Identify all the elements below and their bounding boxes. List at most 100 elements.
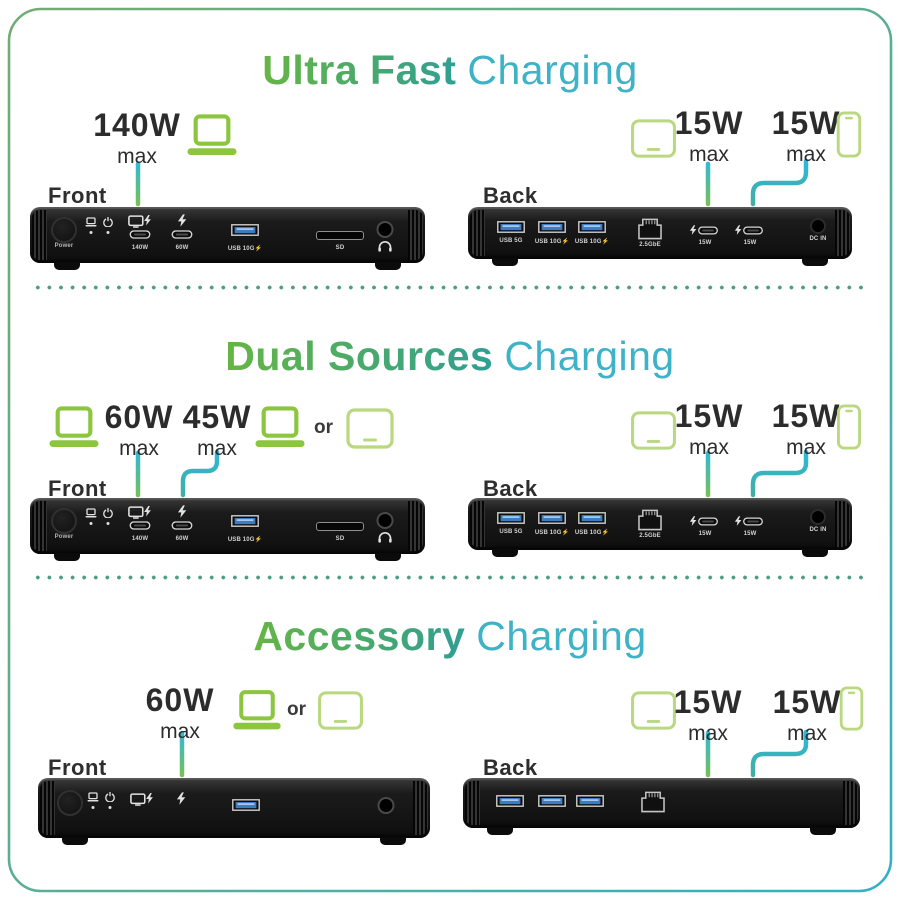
usb-a-port (497, 512, 525, 524)
back-view-label: Back (483, 755, 538, 780)
port-label-ethernet: 2.5GbE (639, 242, 661, 248)
dock-back-view (463, 778, 860, 835)
indicator-power-icon (105, 792, 115, 802)
dock-chassis (30, 207, 425, 263)
power-label: Power (54, 534, 74, 540)
display-bolt-icon (128, 215, 152, 228)
port-label-usb10g: USB 10G⚡ (227, 246, 263, 252)
dock-chassis (30, 498, 425, 554)
wattage-value: 15W (771, 398, 841, 434)
dock-foot (54, 262, 80, 270)
dock-front-view: Power 140W 60W USB 10G⚡ SD (30, 498, 425, 561)
wattage-unit: max (117, 145, 157, 168)
port-label-15w: 15W (743, 531, 757, 537)
headphones-icon (378, 240, 393, 252)
port-label-15w: 15W (698, 240, 712, 246)
indicator-led (89, 231, 93, 234)
usb-a-port (231, 515, 259, 527)
dock-foot (492, 549, 518, 557)
headphone-jack (376, 512, 394, 529)
wattage-annotation: 15W max (762, 686, 852, 744)
dock-foot (62, 837, 88, 845)
title-rest: Charging (504, 333, 675, 379)
wattage-unit: max (119, 437, 159, 460)
display-bolt-icon (128, 506, 152, 519)
wattage-value: 140W (93, 107, 181, 143)
bolt-icon (690, 516, 697, 526)
title-rest: Charging (467, 47, 638, 93)
wattage-value: 60W (104, 399, 174, 435)
dock-foot (380, 837, 406, 845)
dock-chassis (463, 778, 860, 828)
bolt-icon (735, 516, 742, 526)
dock-foot (487, 827, 513, 835)
power-button (51, 508, 77, 534)
dock-back-view: USB 5G USB 10G⚡ USB 10G⚡ 2.5GbE 15W 15W … (468, 207, 852, 266)
usb-a-port (538, 795, 566, 807)
bolt-icon (690, 225, 697, 235)
front-view-label: Front (48, 755, 107, 780)
usb-c-port (130, 230, 151, 239)
port-label-usb10g: USB 10G⚡ (574, 530, 610, 536)
headphones-icon (378, 531, 393, 543)
or-label: or (314, 417, 333, 438)
wattage-annotation: 15W max (663, 686, 753, 744)
wattage-unit: max (787, 722, 827, 745)
power-button (51, 217, 77, 243)
usb-a-port (578, 221, 606, 233)
usb-a-port (496, 795, 524, 807)
indicator-power-icon (103, 508, 113, 518)
usb-a-port (578, 512, 606, 524)
wattage-annotation: 15W max (664, 400, 754, 458)
usb-a-port (497, 221, 525, 233)
dock-foot (802, 258, 828, 266)
wattage-unit: max (786, 436, 826, 459)
port-label-usb5g: USB 5G (499, 238, 523, 244)
port-label-60w: 60W (175, 245, 189, 251)
wattage-value: 15W (674, 398, 744, 434)
title-highlight: Ultra Fast (262, 47, 457, 93)
display-bolt-icon (130, 793, 154, 806)
headphone-jack (377, 797, 395, 814)
wattage-annotation: 45W max (172, 401, 262, 459)
port-label-15w: 15W (743, 240, 757, 246)
dotted-divider (32, 284, 868, 291)
wattage-value: 60W (145, 682, 215, 718)
dock-foot (375, 262, 401, 270)
indicator-laptop-icon (85, 217, 97, 227)
port-label-60w: 60W (175, 536, 189, 542)
usb-c-port (172, 230, 193, 239)
usb-c-port (130, 521, 151, 530)
dock-foot (375, 553, 401, 561)
ethernet-port (637, 217, 664, 240)
dock-foot (54, 553, 80, 561)
front-view-label: Front (48, 476, 107, 501)
usb-c-port (743, 226, 763, 235)
wattage-unit: max (689, 143, 729, 166)
usb-a-port (231, 224, 259, 236)
wattage-unit: max (786, 143, 826, 166)
wattage-annotation: 15W max (761, 107, 851, 165)
phone-icon (839, 686, 864, 731)
port-label-usb10g: USB 10G⚡ (227, 537, 263, 543)
power-button (57, 790, 83, 816)
wattage-annotation: 60W max (135, 684, 225, 742)
indicator-led (106, 231, 110, 234)
dc-in-port (810, 509, 826, 525)
port-label-usb10g: USB 10G⚡ (534, 530, 570, 536)
usb-a-port (232, 799, 260, 811)
wattage-unit: max (688, 722, 728, 745)
phone-icon (836, 111, 862, 158)
wattage-value: 15W (771, 105, 841, 141)
back-view-label: Back (483, 183, 538, 208)
power-label: Power (54, 243, 74, 249)
port-label-140w: 140W (131, 245, 149, 251)
port-label-sd: SD (335, 245, 345, 251)
dock-front-view: Power 140W 60W USB 10G⚡ SD (30, 207, 425, 270)
phone-icon (836, 404, 862, 450)
wattage-value: 45W (182, 399, 252, 435)
laptop-icon (183, 113, 241, 158)
port-label-ethernet: 2.5GbE (639, 533, 661, 539)
